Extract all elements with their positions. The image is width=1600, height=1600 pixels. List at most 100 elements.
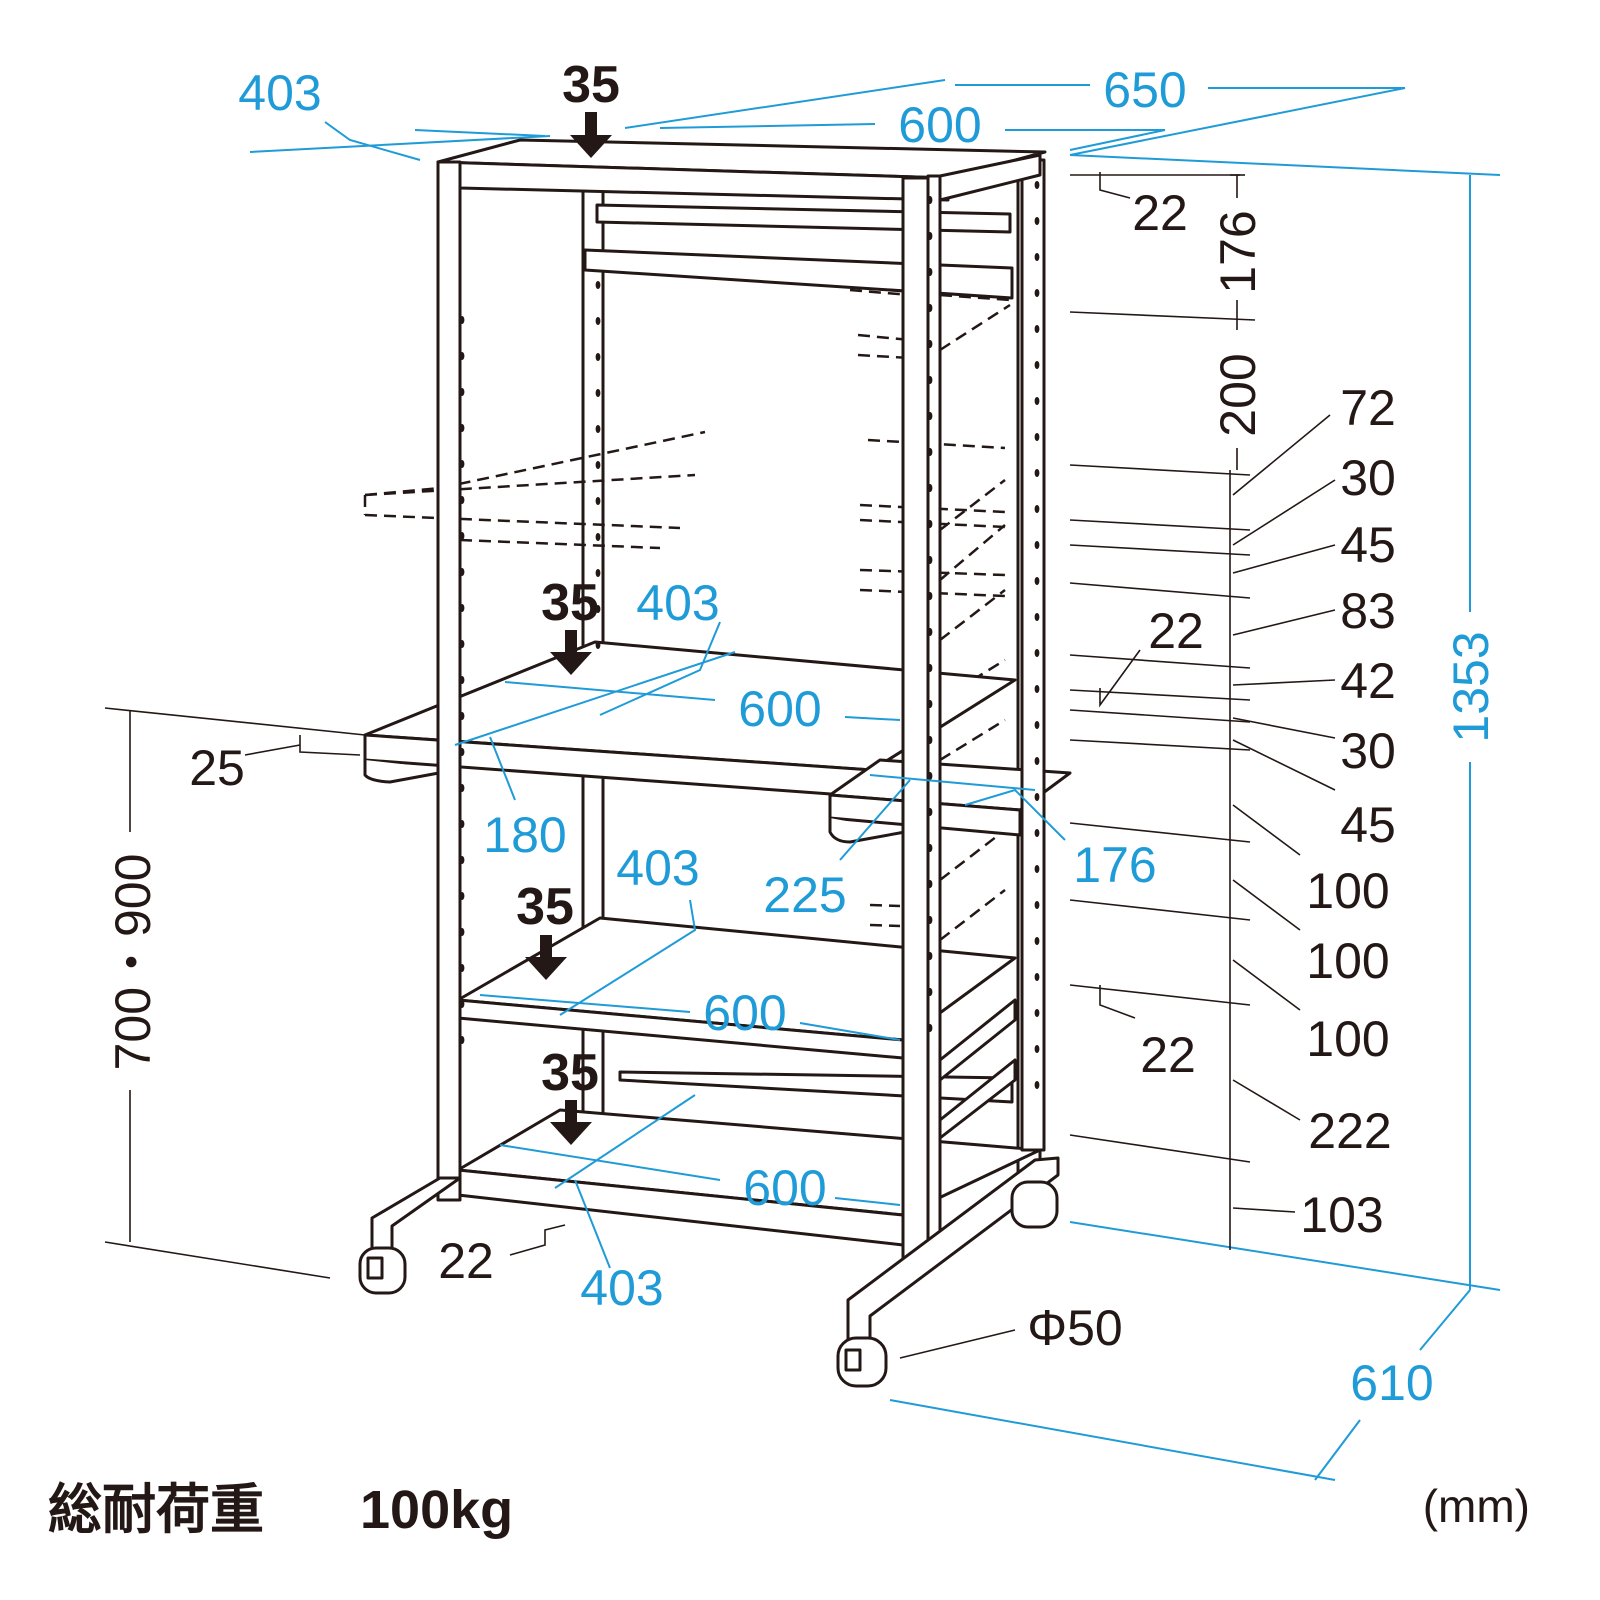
adjustment-hole [595, 533, 601, 541]
pitch-dim: 30 [1340, 450, 1396, 506]
blue-dimension-labels: 403 650 600 403 600 180 225 176 403 600 … [238, 62, 1499, 1411]
adjustment-hole [1034, 829, 1040, 837]
black-dimension-labels: 700・900 25 22 22 22 22 176 200 72 30 45 … [105, 185, 1396, 1356]
adjustment-hole [1034, 253, 1040, 261]
adjustment-hole [927, 232, 933, 240]
bottom-gap-label: 22 [438, 1233, 494, 1289]
bottom-depth-label: 403 [580, 1260, 663, 1316]
adjustment-hole [1034, 1081, 1040, 1089]
adjustment-hole [459, 820, 465, 828]
adjustment-hole [595, 353, 601, 361]
adjustment-hole [595, 461, 601, 469]
mouse-table-depth-label: 176 [1073, 837, 1156, 893]
adjustment-hole [595, 389, 601, 397]
adjustment-hole [595, 425, 601, 433]
adjustment-hole [1034, 1045, 1040, 1053]
caster-left [358, 1246, 407, 1295]
adjustment-hole [927, 340, 933, 348]
pitch-dim: 103 [1300, 1187, 1383, 1243]
adjustment-hole [1034, 721, 1040, 729]
adjustment-hole [927, 484, 933, 492]
adjustment-hole [1034, 433, 1040, 441]
pitch-dim: 83 [1340, 583, 1396, 639]
pitch-dim: 100 [1306, 1011, 1389, 1067]
caster-diameter-label: Φ50 [1027, 1300, 1123, 1356]
adjustment-hole [459, 676, 465, 684]
adjustment-hole [459, 316, 465, 324]
pitch-dim: 45 [1340, 517, 1396, 573]
adjustment-hole [927, 520, 933, 528]
adjustment-hole [927, 196, 933, 204]
middle-gap-label: 22 [1140, 1027, 1196, 1083]
adjustment-hole [1034, 865, 1040, 873]
top-inner-width-label: 600 [898, 97, 981, 153]
bottom-width-label: 600 [743, 1160, 826, 1216]
adjustment-hole [927, 772, 933, 780]
adjustment-hole [927, 736, 933, 744]
adjustment-hole [1034, 217, 1040, 225]
lower-back-rail [583, 248, 1014, 300]
adjustment-hole [459, 784, 465, 792]
mouse-table-width-label: 225 [763, 867, 846, 923]
overall-depth-label: 610 [1350, 1355, 1433, 1411]
pitch-dim: 100 [1306, 863, 1389, 919]
adjustment-hole [927, 628, 933, 636]
overall-height-label: 1353 [1443, 631, 1499, 742]
load-arrow-top: 35 [562, 56, 620, 158]
front-left-post [436, 160, 462, 1202]
unit-label: (mm) [1423, 1480, 1530, 1532]
adjustment-hole [459, 604, 465, 612]
adjustment-hole [927, 412, 933, 420]
keyboard-shelf-bracket [363, 760, 456, 784]
caster-front-right [836, 1336, 888, 1388]
keyboard-gap-label: 22 [1148, 603, 1204, 659]
total-load-value: 100kg [360, 1480, 513, 1540]
adjustment-hole [459, 532, 465, 540]
adjustment-hole [459, 892, 465, 900]
middle-shelf [456, 916, 1017, 1104]
load-arrow-keyboard: 35 [541, 574, 599, 675]
front-right-post [901, 176, 930, 1265]
pitch-dim: 30 [1340, 723, 1396, 779]
adjustment-hole [927, 700, 933, 708]
front-right-post-side [926, 174, 942, 1260]
adjustment-hole [1034, 973, 1040, 981]
adjustment-hole [1034, 937, 1040, 945]
adjustment-hole [1034, 757, 1040, 765]
adjustment-hole [927, 880, 933, 888]
keyboard-front-depth-label: 180 [483, 807, 566, 863]
black-dimension-lines [104, 172, 1336, 1359]
height-range-label: 700・900 [105, 854, 161, 1071]
adjustment-hole [1034, 469, 1040, 477]
top-gap-label: 22 [1132, 185, 1188, 241]
keyboard-shelf [363, 640, 1017, 799]
adjustment-hole [595, 317, 601, 325]
adjustment-hole [927, 304, 933, 312]
adjustment-hole [459, 640, 465, 648]
load-arrow-bottom: 35 [541, 1044, 599, 1145]
adjustment-hole [1034, 541, 1040, 549]
adjustment-hole [927, 664, 933, 672]
adjustment-hole [1034, 901, 1040, 909]
upper-dim-176: 176 [1210, 210, 1266, 293]
adjustment-hole [1034, 1009, 1040, 1017]
adjustment-hole [595, 497, 601, 505]
adjustment-hole [459, 1036, 465, 1044]
blue-dimension-lines [249, 79, 1501, 1481]
middle-depth-label: 403 [616, 840, 699, 896]
adjustment-hole [1034, 577, 1040, 585]
optional-shelf-left [363, 430, 706, 550]
adjustment-hole [927, 1024, 933, 1032]
adjustment-hole [459, 352, 465, 360]
upper-dim-200: 200 [1210, 353, 1266, 436]
adjustment-hole [459, 928, 465, 936]
adjustment-hole [1034, 793, 1040, 801]
adjustment-hole [927, 268, 933, 276]
pitch-dim: 222 [1308, 1103, 1391, 1159]
adjustment-hole [927, 556, 933, 564]
adjustment-hole [927, 844, 933, 852]
adjustment-hole [595, 281, 601, 289]
adjustment-hole [1034, 289, 1040, 297]
footer: 総耐荷重 100kg (mm) [48, 1480, 1530, 1540]
total-load-label: 総耐荷重 [48, 1480, 264, 1540]
